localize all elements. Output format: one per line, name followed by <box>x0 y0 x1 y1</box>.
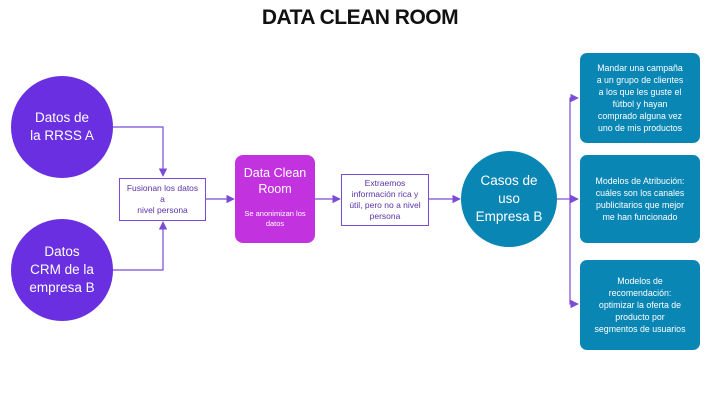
use-cases-hub-circle: Casos de uso Empresa B <box>461 151 557 247</box>
use-case-box-1: Mandar una campaña a un grupo de cliente… <box>580 53 700 143</box>
data-clean-room-subtitle: Se anonimizan los datos <box>244 209 306 228</box>
diagram-title: DATA CLEAN ROOM <box>261 6 459 29</box>
merge-box: Fusionan los datos a nivel persona <box>119 178 206 221</box>
data-clean-room-title: Data Clean Room <box>243 166 307 196</box>
source-crm-circle: Datos CRM de la empresa B <box>11 219 113 321</box>
connector-rrss-to-merge <box>113 126 168 177</box>
connector-hub-to-use-3 <box>569 199 579 309</box>
use-case-box-2: Modelos de Atribución: cuáles son los ca… <box>580 155 700 243</box>
data-clean-room-box: Data Clean Room Se anonimizan los datos <box>235 155 315 243</box>
use-case-box-3: Modelos de recomendación: optimizar la o… <box>580 260 700 350</box>
extract-box: Extraemos información rica y útil, pero … <box>341 174 429 226</box>
source-rrss-label: Datos de la RRSS A <box>30 110 94 143</box>
connector-hub-to-use-1 <box>569 93 579 199</box>
use-cases-hub-label: Casos de uso Empresa B <box>475 173 543 224</box>
source-crm-label: Datos CRM de la empresa B <box>29 244 95 295</box>
connector-crm-to-merge <box>113 221 168 271</box>
source-rrss-circle: Datos de la RRSS A <box>11 76 113 178</box>
